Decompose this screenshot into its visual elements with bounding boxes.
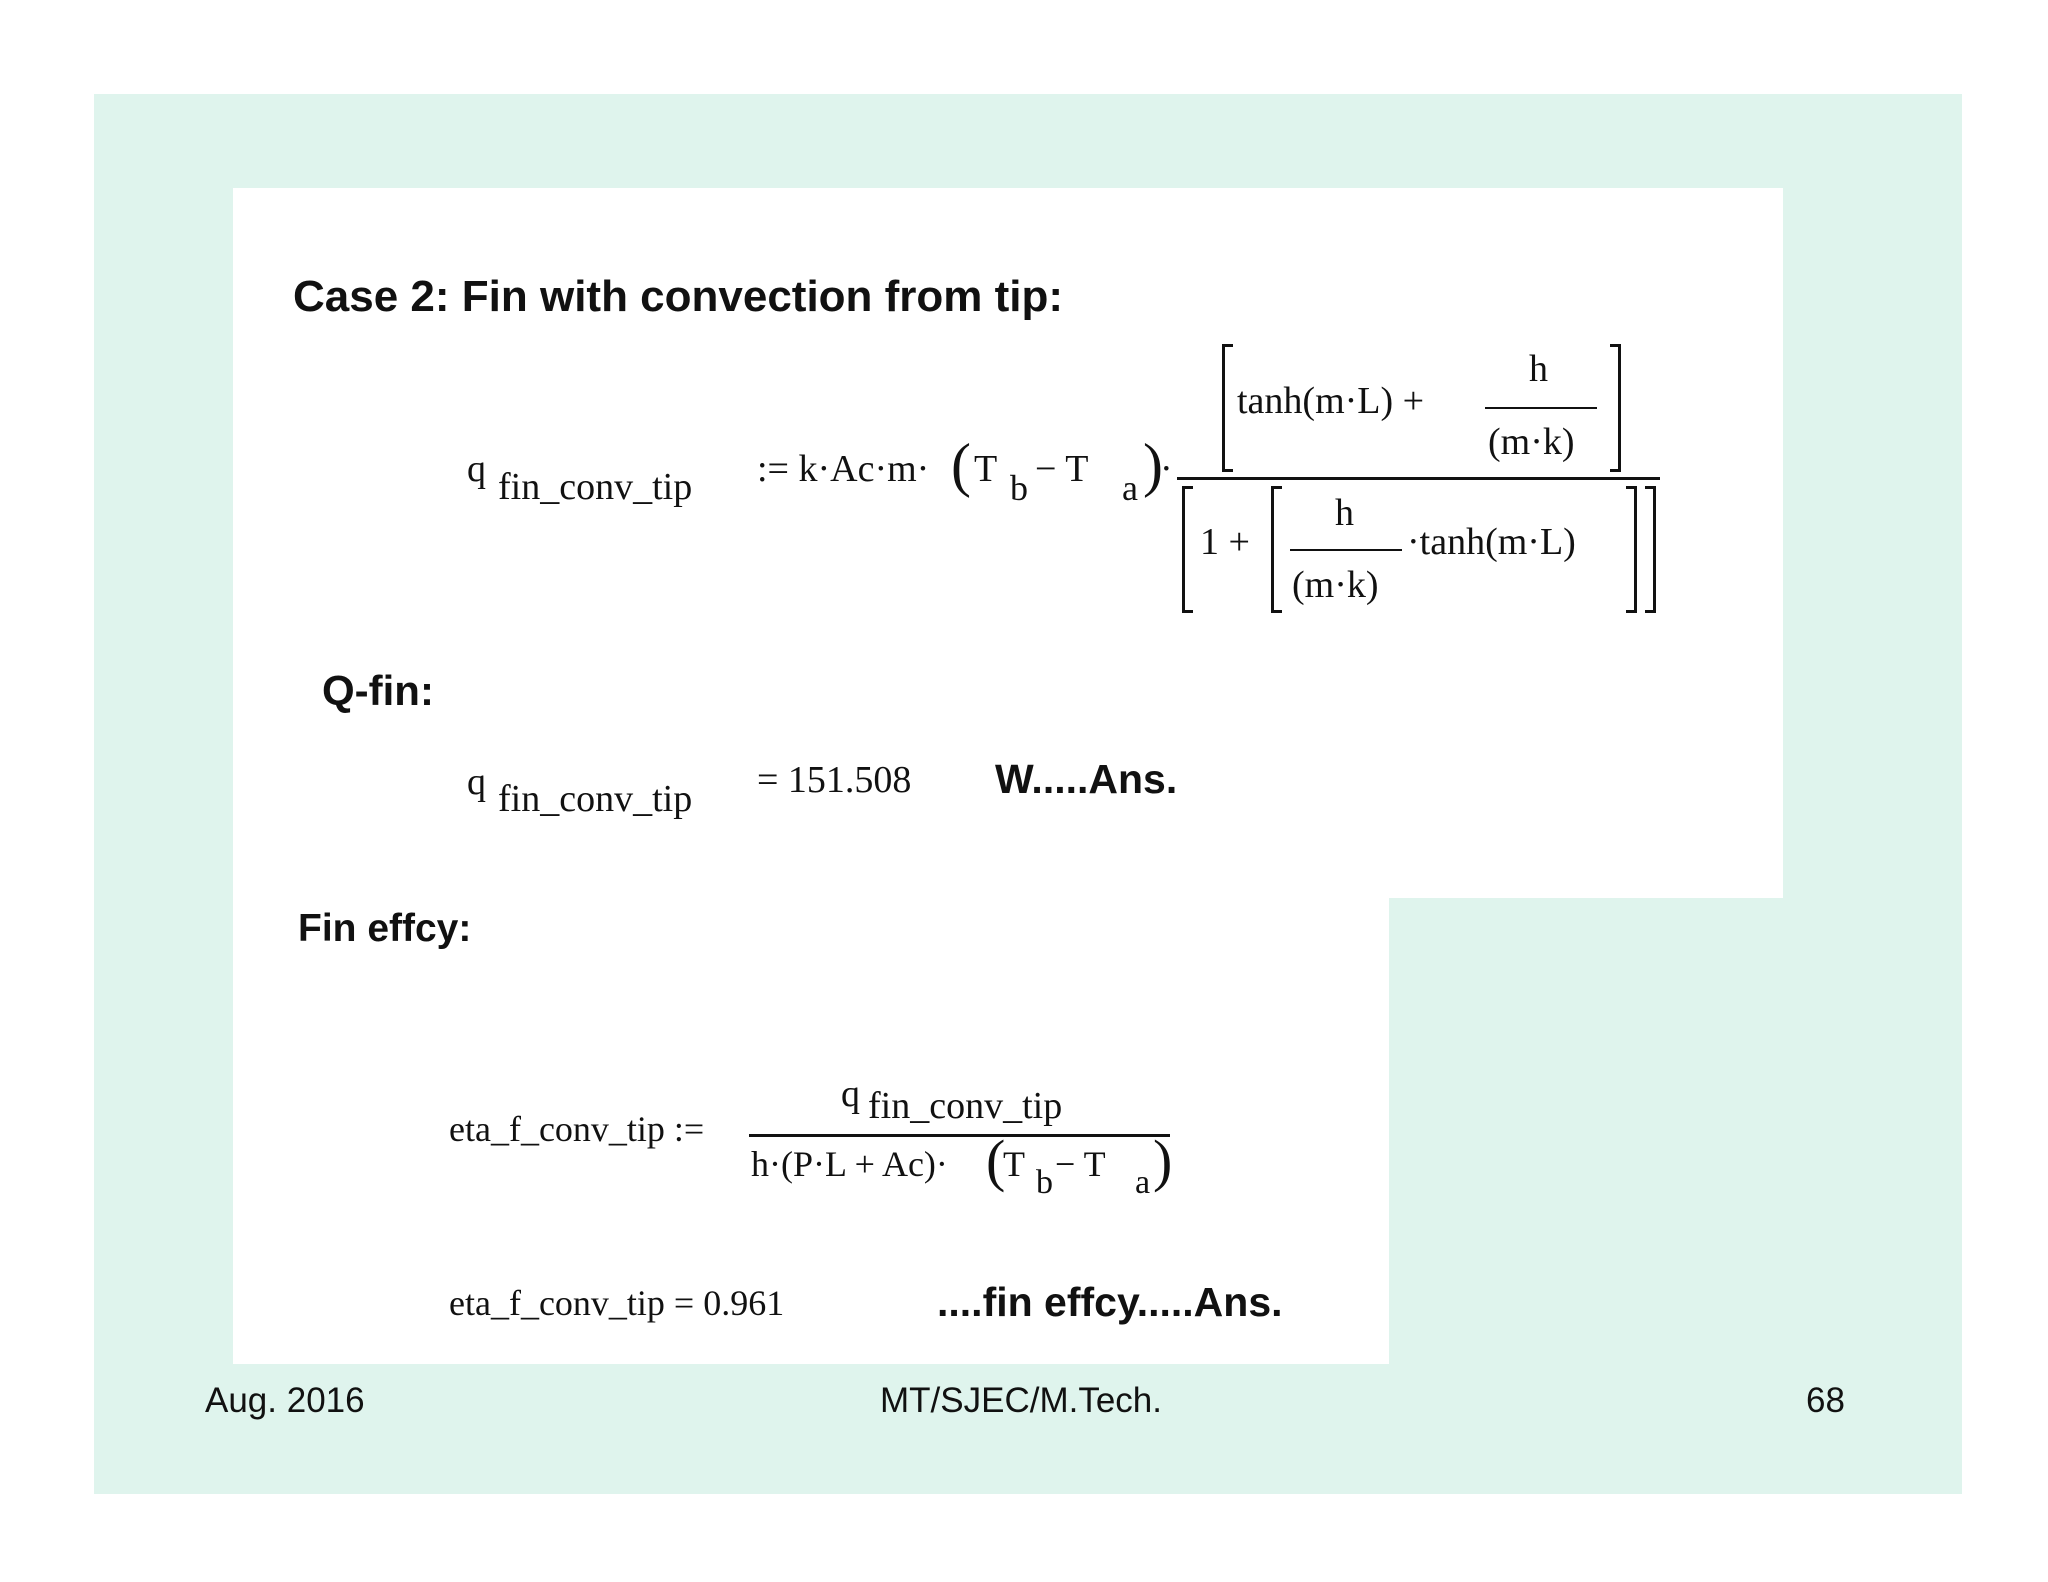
numerator-fraction-bar bbox=[1485, 407, 1597, 409]
eff-num-q: q bbox=[841, 1073, 860, 1115]
formula-T: T bbox=[974, 448, 998, 490]
eff-result-ans: ....fin effcy.....Ans. bbox=[937, 1279, 1283, 1325]
result-ans: W.....Ans. bbox=[995, 756, 1178, 802]
numerator-mk: (m·k) bbox=[1488, 421, 1575, 463]
numerator-h: h bbox=[1529, 348, 1548, 390]
eff-den-T: T bbox=[1003, 1144, 1025, 1184]
main-fraction-bar bbox=[1177, 477, 1660, 480]
denominator-tanh: ·tanh(m·L) bbox=[1407, 521, 1576, 563]
formula-q: q bbox=[467, 448, 486, 490]
qfin-heading: Q-fin: bbox=[322, 667, 434, 714]
paren-open: ( bbox=[951, 432, 971, 498]
paren-close: ) bbox=[1143, 432, 1163, 498]
eff-lhs: eta_f_conv_tip := bbox=[449, 1109, 705, 1149]
result-q: q bbox=[467, 761, 486, 803]
content-panel-top bbox=[233, 188, 1783, 898]
formula-sub-b: b bbox=[1010, 468, 1028, 508]
eff-den-main: h·(P·L + Ac)· bbox=[751, 1144, 948, 1184]
eff-fraction-bar bbox=[749, 1134, 1170, 1137]
num-bracket-left bbox=[1222, 344, 1233, 472]
effcy-heading: Fin effcy: bbox=[298, 907, 472, 950]
denominator-fraction-bar bbox=[1290, 549, 1402, 551]
content-panel-bottom bbox=[233, 896, 1389, 1364]
footer-date: Aug. 2016 bbox=[205, 1381, 365, 1420]
den-inner-bracket-left bbox=[1271, 486, 1282, 613]
denominator-one: 1 + bbox=[1200, 521, 1250, 563]
denominator-h: h bbox=[1335, 492, 1354, 534]
footer-center: MT/SJEC/M.Tech. bbox=[880, 1381, 1162, 1420]
result-value: = 151.508 bbox=[757, 759, 912, 801]
case-heading: Case 2: Fin with convection from tip: bbox=[293, 272, 1064, 321]
numerator-tanh: tanh(m·L) + bbox=[1237, 380, 1425, 422]
den-outer-bracket-left bbox=[1182, 486, 1193, 613]
eff-result-value: eta_f_conv_tip = 0.961 bbox=[449, 1283, 785, 1323]
formula-q-subscript: fin_conv_tip bbox=[498, 466, 693, 508]
formula-minus-T: − T bbox=[1035, 448, 1089, 490]
eff-den-minus-T: − T bbox=[1055, 1144, 1106, 1184]
formula-sub-a: a bbox=[1122, 468, 1138, 508]
num-bracket-right bbox=[1610, 344, 1621, 472]
den-outer-bracket-right bbox=[1645, 486, 1656, 613]
result-q-subscript: fin_conv_tip bbox=[498, 778, 693, 820]
eff-paren-close: ) bbox=[1153, 1128, 1173, 1193]
formula-lhs-rest: := k·Ac·m· bbox=[757, 448, 930, 490]
footer-page-number: 68 bbox=[1806, 1381, 1845, 1420]
eff-num-subscript: fin_conv_tip bbox=[868, 1085, 1063, 1127]
eff-paren-open: ( bbox=[986, 1128, 1006, 1193]
den-inner-bracket-right bbox=[1626, 486, 1637, 613]
denominator-mk: (m·k) bbox=[1292, 564, 1379, 606]
eff-den-sub-b: b bbox=[1036, 1164, 1053, 1201]
eff-den-sub-a: a bbox=[1135, 1164, 1151, 1201]
formula-dot: · bbox=[1160, 448, 1173, 490]
